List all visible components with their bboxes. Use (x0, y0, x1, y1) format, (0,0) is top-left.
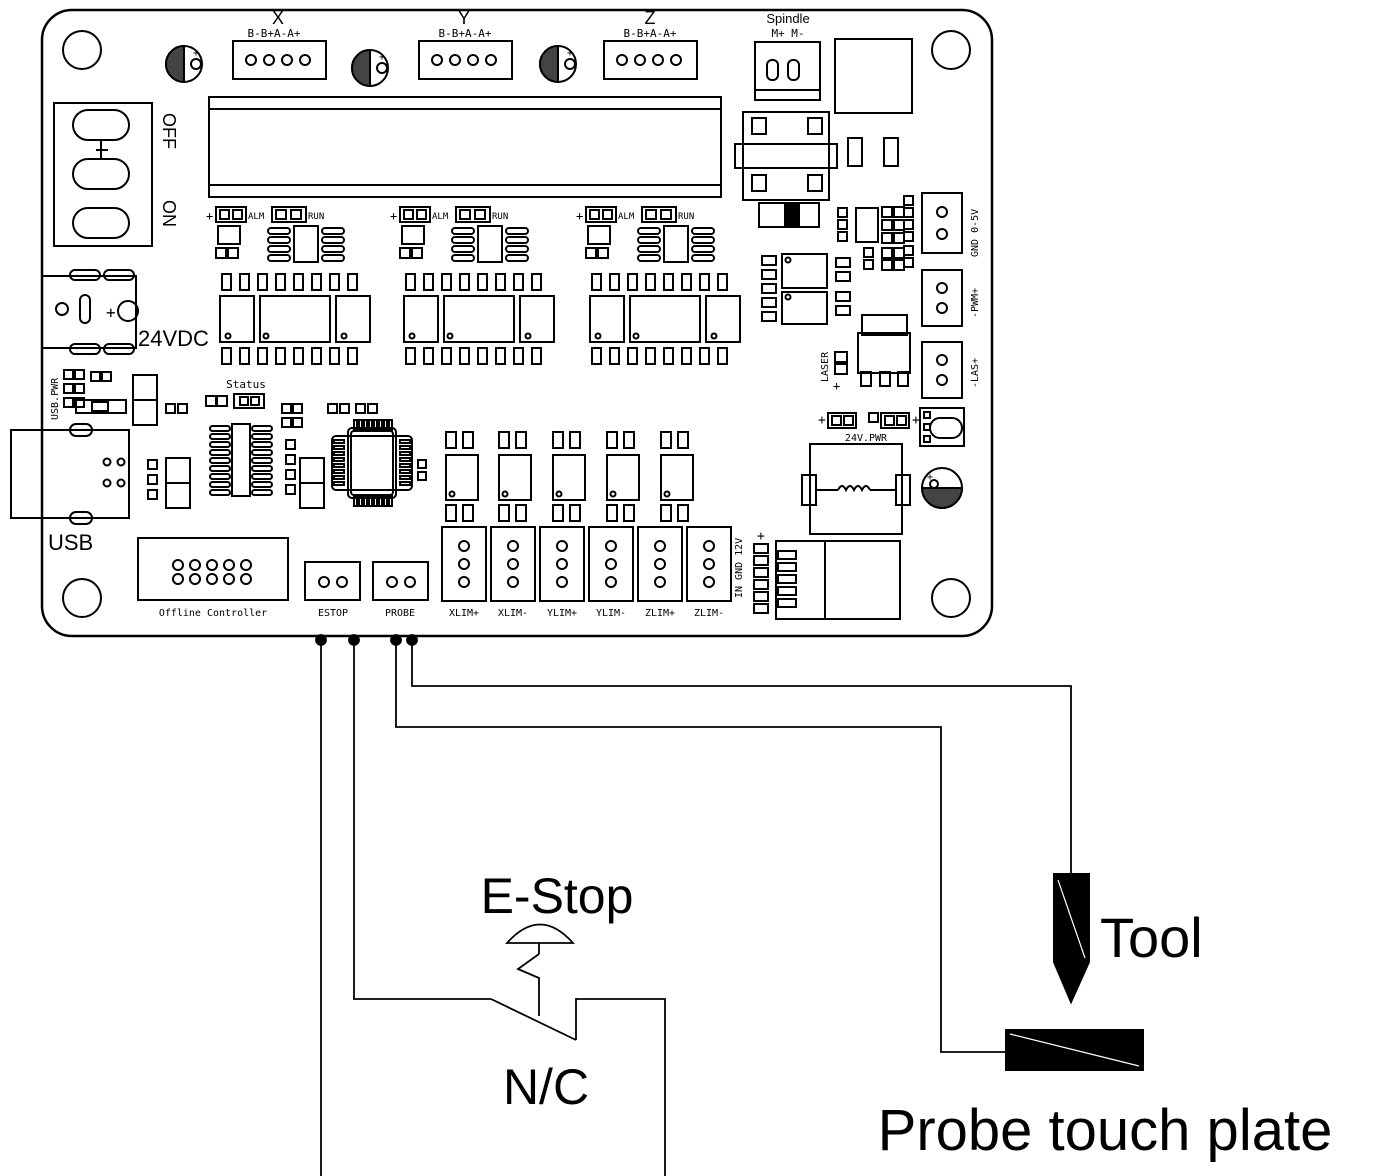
mounting-holes (62, 30, 971, 618)
estop-type: N/C (503, 1059, 589, 1115)
driver-alm-label: ALM (248, 212, 265, 222)
svg-text:+: + (106, 303, 116, 322)
gnd-05v-label: GND 0-5V (970, 209, 981, 257)
limit-header: XLIM- (490, 526, 536, 619)
limit-header: XLIM+ (441, 526, 487, 619)
svg-text:+: + (927, 472, 933, 483)
driver-section: + ALM RUN (390, 206, 555, 365)
probe-wiring (390, 634, 1072, 1053)
driver-section: + ALM RUN (576, 206, 741, 365)
driver-alm-label: ALM (618, 212, 635, 222)
dc-jack: + 24VDC (41, 269, 209, 355)
spindle-title: Spindle (766, 11, 809, 26)
limit-pin-label: IN GND 12V (734, 538, 745, 598)
probe-header-label: PROBE (385, 608, 415, 619)
usb-pwr-label: USB.PWR (50, 377, 61, 420)
estop-wiring (315, 634, 666, 1176)
limit-header-label: YLIM+ (547, 608, 577, 619)
switch-off-label: OFF (159, 113, 179, 149)
estop-header: ESTOP (304, 561, 361, 619)
probe-plate: Probe touch plate (878, 1029, 1333, 1163)
usb-label: USB (48, 530, 93, 555)
axis-y-label: Y (458, 8, 470, 28)
current-pots: + + + (165, 44, 577, 88)
axis-y-pins: B-B+A-A+ (439, 27, 492, 40)
driver-run-label: RUN (492, 212, 508, 222)
axis-z-label: Z (645, 8, 656, 28)
axis-z-pins: B-B+A-A+ (624, 27, 677, 40)
stepper-drivers: + ALM RUN + ALM RUN + ALM RUN (206, 206, 741, 365)
driver-run-label: RUN (678, 212, 694, 222)
dc-input-label: 24VDC (138, 326, 209, 351)
laser-label: LASER (820, 351, 831, 382)
right-side-components: GND 0-5V -PWM+ -LAS+ LASER + + + 24V.PWR… (753, 192, 981, 620)
estop-title: E-Stop (481, 868, 634, 924)
axis-y-connector: Y B-B+A-A+ (418, 8, 513, 80)
limit-header: YLIM- (588, 526, 634, 619)
svg-text:+: + (757, 529, 765, 544)
svg-text:+: + (833, 379, 840, 393)
limit-header-label: ZLIM- (694, 608, 724, 619)
limit-switch-headers: XLIM+ XLIM- YLIM+ YLIM- ZLIM+ ZLIM- (441, 526, 732, 619)
estop-header-label: ESTOP (318, 608, 348, 619)
axis-x-pins: B-B+A-A+ (248, 27, 301, 40)
pwr24-label: 24V.PWR (845, 433, 888, 444)
svg-text:+: + (193, 48, 199, 59)
limit-header-label: ZLIM+ (645, 608, 675, 619)
fuse-holder (734, 111, 838, 201)
probe-plate-label: Probe touch plate (878, 1098, 1333, 1163)
switch-on-label: ON (159, 200, 179, 227)
las-label: -LAS+ (970, 358, 981, 388)
svg-text:+: + (912, 413, 920, 428)
limit-header: ZLIM- (686, 526, 732, 619)
limit-header-label: XLIM- (498, 608, 528, 619)
tool-bit: Tool (1053, 873, 1203, 1005)
spindle-pins: M+ M- (771, 27, 804, 40)
limit-header: ZLIM+ (637, 526, 683, 619)
relay (834, 38, 913, 114)
status-label: Status (226, 378, 266, 391)
driver-plus-label: + (390, 209, 397, 223)
driver-alm-label: ALM (432, 212, 449, 222)
probe-header: PROBE (372, 561, 429, 619)
svg-text:+: + (379, 52, 385, 63)
limit-header-label: YLIM- (596, 608, 626, 619)
spindle-connector: Spindle M+ M- (754, 11, 821, 101)
axis-x-connector: X B-B+A-A+ (232, 8, 327, 80)
svg-text:+: + (818, 413, 826, 428)
heatsink (208, 96, 722, 198)
axis-x-label: X (272, 8, 284, 28)
limit-header: YLIM+ (539, 526, 585, 619)
driver-plus-label: + (206, 209, 213, 223)
limit-header-label: XLIM+ (449, 608, 479, 619)
pwm-label: -PWM+ (970, 288, 981, 318)
svg-text:+: + (567, 48, 573, 59)
power-switch: OFF ON (53, 102, 179, 247)
offline-controller-header: Offline Controller (137, 537, 289, 619)
mcu-section: Status (147, 378, 427, 509)
offline-controller-label: Offline Controller (159, 608, 267, 619)
estop-switch: E-Stop N/C (481, 868, 634, 1115)
driver-section: + ALM RUN (206, 206, 371, 365)
tool-label: Tool (1100, 906, 1203, 969)
usb-section: USB.PWR USB (10, 369, 188, 555)
axis-z-connector: Z B-B+A-A+ (603, 8, 698, 80)
driver-run-label: RUN (308, 212, 324, 222)
driver-plus-label: + (576, 209, 583, 223)
limit-optocouplers (445, 431, 694, 522)
